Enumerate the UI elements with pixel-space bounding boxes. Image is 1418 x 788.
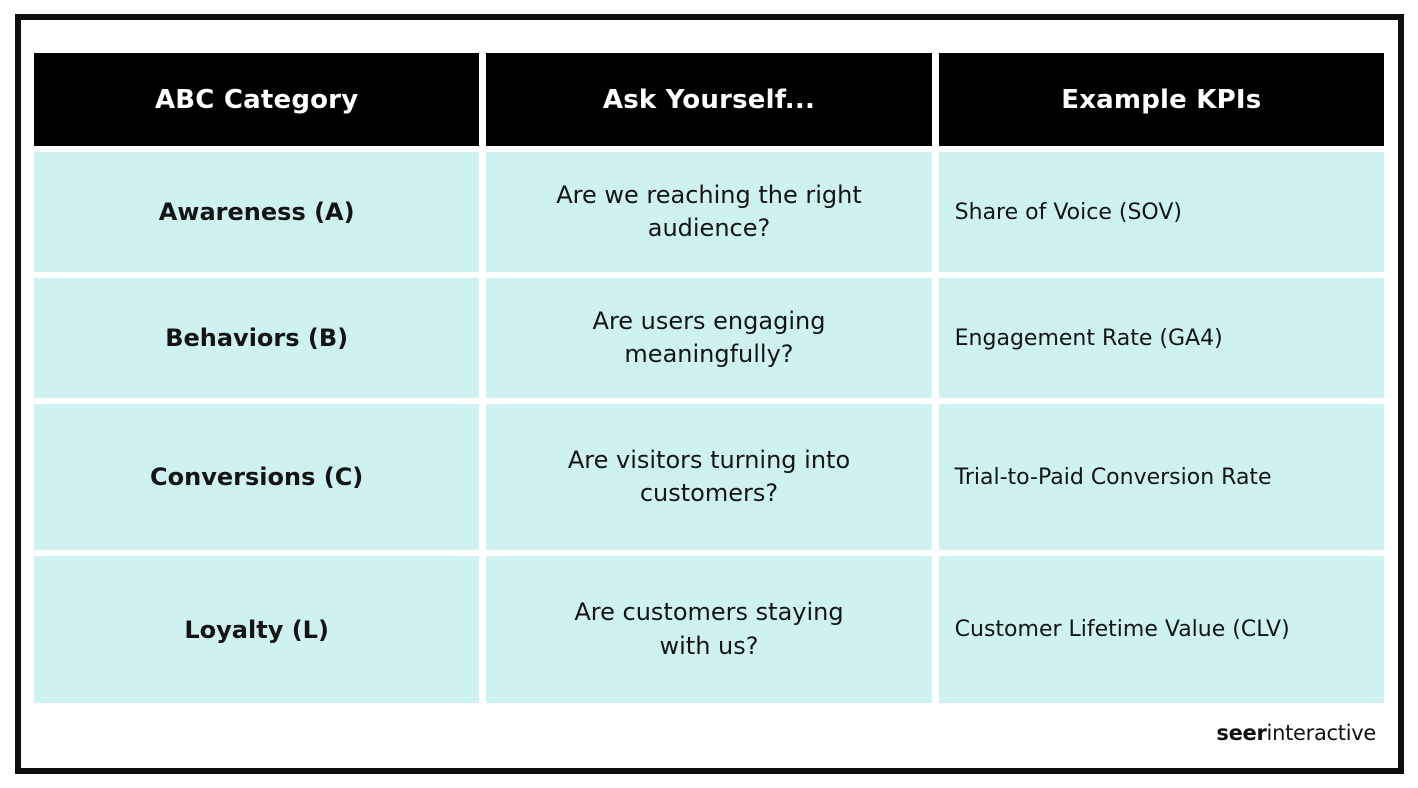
cell-kpi-conversions: Trial-to-Paid Conversion Rate (938, 404, 1384, 550)
cell-question-behaviors: Are users engaging meaningfully? (486, 278, 932, 398)
logo-interactive-text: interactive (1266, 720, 1377, 745)
cell-kpi-awareness: Share of Voice (SOV) (938, 152, 1384, 272)
outer-frame: ABC Category Ask Yourself... Example KPI… (15, 14, 1404, 774)
seer-interactive-logo: seerinteractive (1216, 721, 1376, 745)
cell-question-awareness: Are we reaching the right audience? (486, 152, 932, 272)
logo-seer-text: seer (1216, 720, 1267, 745)
header-abc-category: ABC Category (34, 53, 480, 146)
header-example-kpis: Example KPIs (938, 53, 1384, 146)
cell-category-loyalty: Loyalty (L) (34, 556, 480, 703)
frame-inner: ABC Category Ask Yourself... Example KPI… (21, 20, 1398, 768)
cell-kpi-behaviors: Engagement Rate (GA4) (938, 278, 1384, 398)
cell-question-loyalty: Are customers staying with us? (486, 556, 932, 703)
cell-kpi-loyalty: Customer Lifetime Value (CLV) (938, 556, 1384, 703)
footer: seerinteractive (34, 703, 1384, 768)
header-ask-yourself: Ask Yourself... (486, 53, 932, 146)
cell-category-behaviors: Behaviors (B) (34, 278, 480, 398)
abc-kpi-table: ABC Category Ask Yourself... Example KPI… (34, 53, 1384, 703)
cell-category-conversions: Conversions (C) (34, 404, 480, 550)
cell-category-awareness: Awareness (A) (34, 152, 480, 272)
cell-question-conversions: Are visitors turning into customers? (486, 404, 932, 550)
